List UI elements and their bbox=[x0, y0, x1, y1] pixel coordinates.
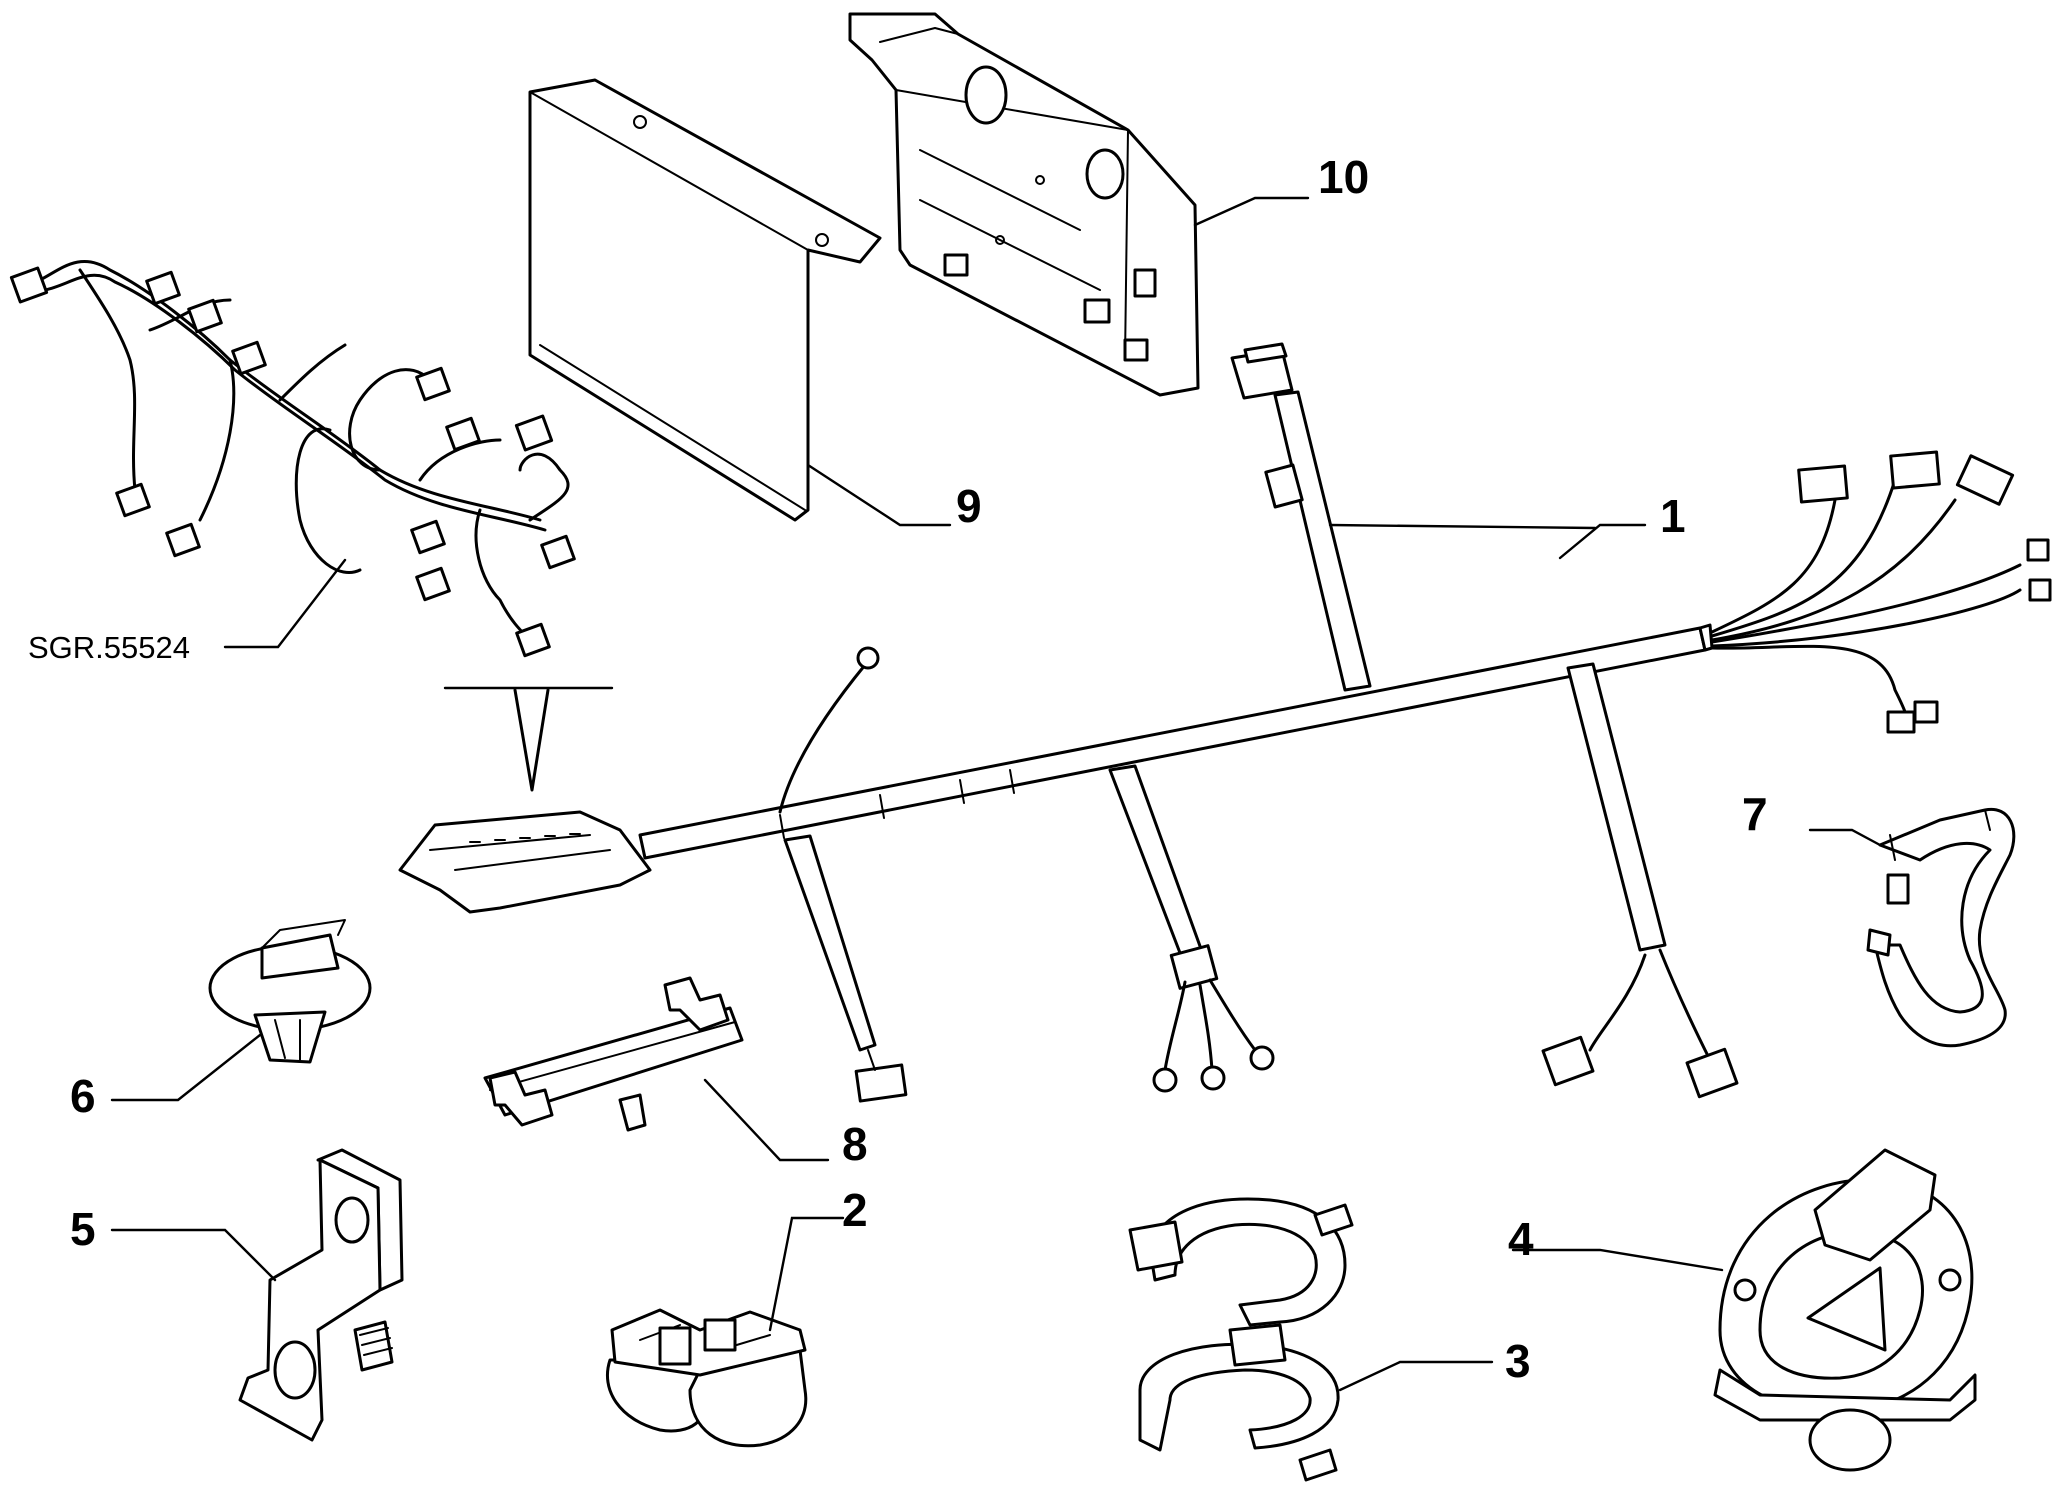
double-cable-clip bbox=[605, 1308, 808, 1448]
cover-plate bbox=[528, 78, 882, 522]
open-clip bbox=[1866, 807, 2016, 1048]
harness-support-bar bbox=[483, 976, 744, 1132]
callout-9: 9 bbox=[956, 480, 982, 532]
leader-8 bbox=[703, 1078, 830, 1162]
round-cable-retainer bbox=[1713, 1148, 1977, 1472]
leader-1-b bbox=[1328, 523, 1597, 530]
callout-5: 5 bbox=[70, 1203, 96, 1255]
callout-10: 10 bbox=[1318, 151, 1369, 203]
assembly-direction-marker bbox=[443, 686, 614, 792]
main-wiring-harness bbox=[398, 342, 2052, 1103]
leader-lines bbox=[110, 196, 1882, 1392]
callout-1: 1 bbox=[1660, 490, 1686, 542]
reference-label: SGR.55524 bbox=[28, 630, 190, 665]
callout-4: 4 bbox=[1508, 1213, 1534, 1265]
callout-labels: 1 2 3 4 5 6 7 8 9 10 bbox=[70, 151, 1768, 1387]
leader-10 bbox=[1193, 196, 1310, 227]
leader-2 bbox=[768, 1216, 845, 1332]
callout-7: 7 bbox=[1742, 788, 1768, 840]
leader-6 bbox=[110, 1033, 262, 1102]
leader-9 bbox=[806, 463, 952, 527]
push-fastener bbox=[208, 919, 372, 1064]
control-unit-bracket bbox=[848, 12, 1200, 397]
callout-3: 3 bbox=[1505, 1335, 1531, 1387]
mounting-bracket bbox=[238, 1148, 404, 1442]
cable-strap-clip bbox=[1128, 1197, 1354, 1482]
leader-5 bbox=[110, 1228, 277, 1282]
leader-7 bbox=[1808, 828, 1882, 847]
callout-2: 2 bbox=[842, 1184, 868, 1236]
leader-3 bbox=[1338, 1360, 1494, 1392]
reference-leader bbox=[223, 558, 347, 649]
sub-harness bbox=[9, 259, 576, 658]
callout-6: 6 bbox=[70, 1070, 96, 1122]
leader-4 bbox=[1511, 1248, 1724, 1272]
callout-8: 8 bbox=[842, 1118, 868, 1170]
leader-1-a bbox=[1558, 523, 1647, 560]
